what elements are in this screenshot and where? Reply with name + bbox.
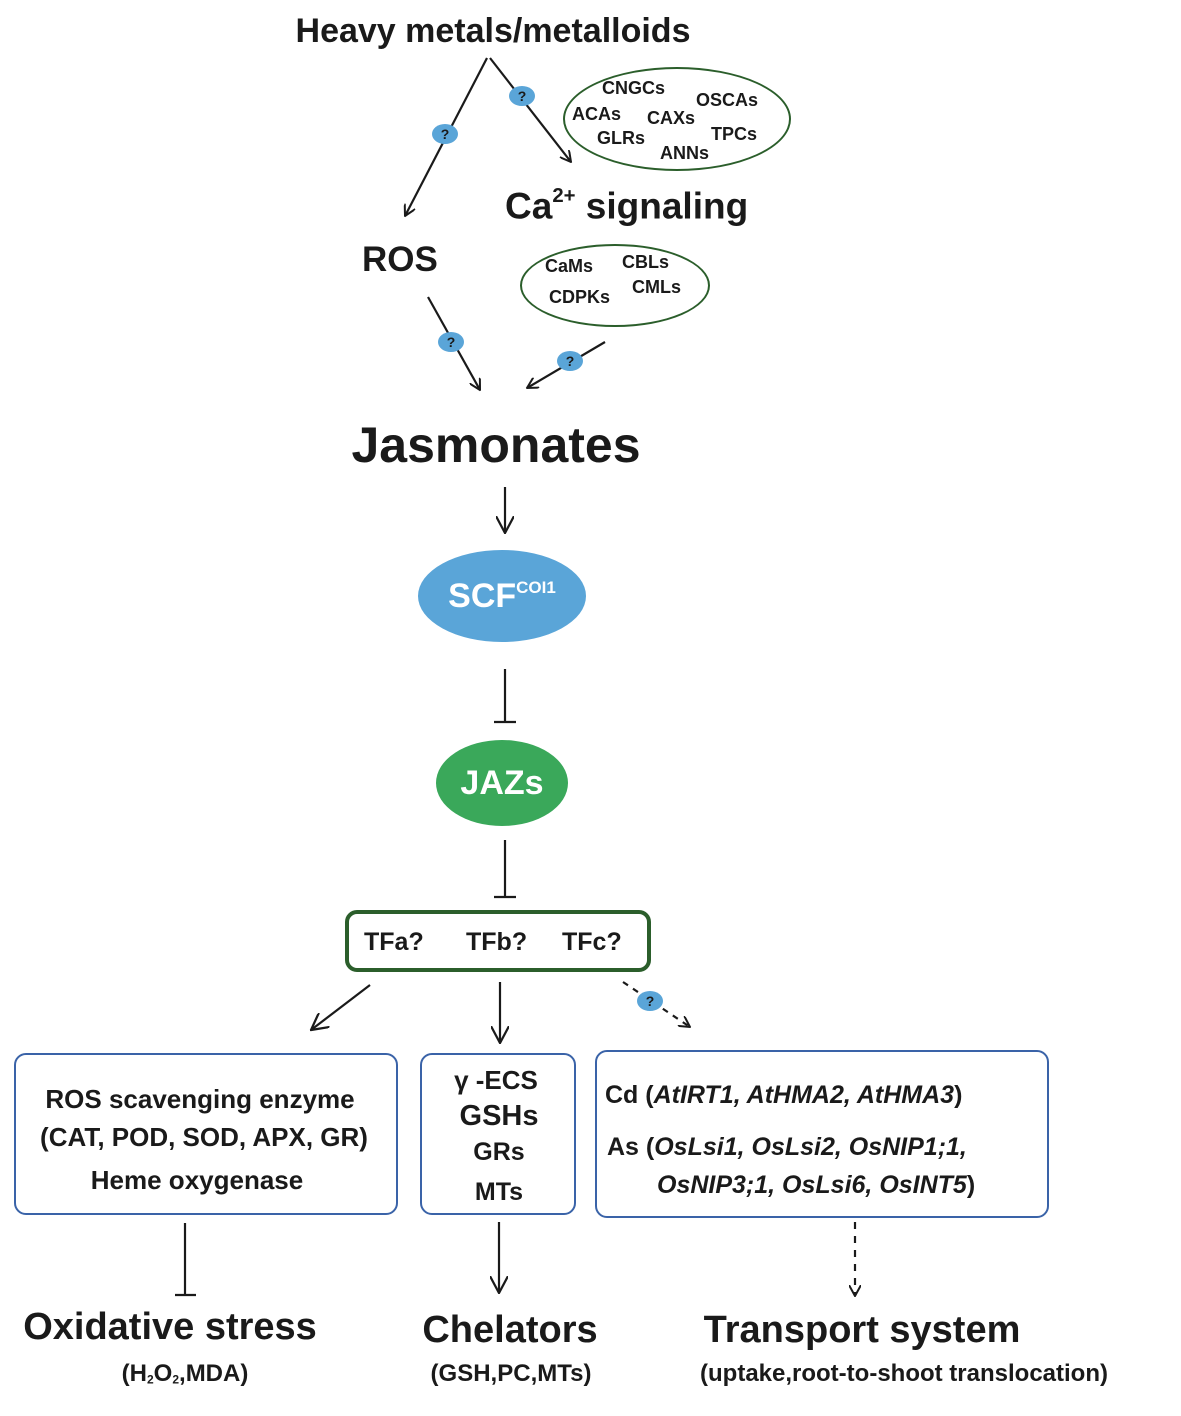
gamma-ecs-label: γ -ECS (454, 1065, 538, 1095)
unknown-badge: ? (637, 991, 663, 1011)
unknown-mark: ? (446, 334, 456, 350)
antioxidant-box (14, 1053, 398, 1215)
grs-label: GRs (473, 1138, 525, 1166)
jazs-label: JAZs (460, 763, 544, 802)
arrow-metals-to-ca (489, 57, 571, 162)
channel-label: OSCAs (696, 90, 759, 110)
jazs-node: JAZs (436, 740, 568, 826)
inhibit-left-to-oxidative (175, 1223, 196, 1297)
tf-c-label: TFc? (562, 928, 622, 956)
sensor-label: CMLs (632, 277, 681, 297)
channel-label: ANNs (660, 143, 710, 163)
unknown-mark: ? (645, 993, 655, 1009)
sensor-label: CDPKs (549, 287, 611, 307)
transcription-factors-box (345, 910, 651, 972)
transporter-genes-box (595, 1050, 1049, 1218)
oxidative-stress-subtitle: (H2O2,MDA) (121, 1360, 249, 1387)
unknown-badge: ? (557, 351, 583, 371)
inhibit-jazs-to-tf (494, 840, 516, 899)
channel-label: CNGCs (602, 78, 666, 98)
cd-transporters-line: Cd (AtIRT1, AtHMA2, AtHMA3) (605, 1081, 963, 1109)
oxidative-stress-title: Oxidative stress (23, 1306, 317, 1348)
calcium-sensors-ellipse (520, 244, 710, 327)
scf-coi1-label: SCFCOI1 (448, 576, 556, 615)
arrow-tf-to-left (311, 984, 371, 1030)
heme-oxygenase-label: Heme oxygenase (90, 1165, 304, 1195)
unknown-badge: ? (438, 332, 464, 352)
channel-label: ACAs (572, 104, 622, 124)
tf-b-label: TFb? (466, 928, 528, 956)
scf-coi1-node: SCFCOI1 (418, 550, 586, 642)
ros-scavenging-label: ROS scavenging enzyme (45, 1084, 355, 1114)
channel-label: TPCs (711, 124, 758, 144)
sensor-label: CBLs (622, 252, 670, 272)
unknown-mark: ? (565, 353, 575, 369)
unknown-badge: ? (432, 124, 458, 144)
channel-label: GLRs (597, 128, 646, 148)
calcium-channels-ellipse (563, 67, 791, 171)
ros-label: ROS (362, 240, 438, 279)
tf-a-label: TFa? (364, 928, 424, 956)
mts-label: MTs (474, 1178, 524, 1206)
transport-system-subtitle: (uptake,root-to-shoot translocation) (700, 1360, 1108, 1387)
transport-system-title: Transport system (703, 1309, 1021, 1351)
inhibit-scf-to-jazs (494, 669, 516, 724)
chelators-subtitle: (GSH,PC,MTs) (430, 1360, 592, 1387)
unknown-mark: ? (517, 88, 527, 104)
as-transporters-line1: As (OsLsi1, OsLsi2, OsNIP1;1, (607, 1133, 967, 1161)
unknown-badge: ? (509, 86, 535, 106)
as-transporters-line2: OsNIP3;1, OsLsi6, OsINT5) (657, 1171, 976, 1199)
chelator-synthesis-box (420, 1053, 576, 1215)
calcium-signaling-label: Ca2+ signaling (505, 185, 749, 227)
chelators-title: Chelators (422, 1309, 598, 1351)
unknown-mark: ? (440, 126, 450, 142)
gshs-label: GSHs (459, 1100, 539, 1132)
enzyme-list-label: (CAT, POD, SOD, APX, GR) (40, 1122, 368, 1152)
jasmonates-label: Jasmonates (351, 417, 641, 473)
heavy-metals-label: Heavy metals/metalloids (295, 12, 691, 50)
channel-label: CAXs (647, 108, 696, 128)
sensor-label: CaMs (545, 256, 594, 276)
